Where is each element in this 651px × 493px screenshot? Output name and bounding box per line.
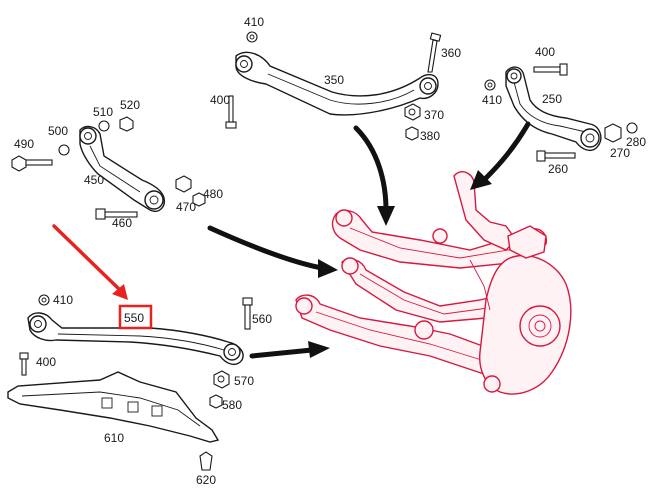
nut-370 [404,103,421,121]
callout-490: 490 [14,137,34,151]
callout-560: 560 [252,312,272,326]
flow-arrow-to-lower-link [249,341,330,359]
callout-480: 480 [203,187,223,201]
flow-arrow-to-upper-link [353,125,395,226]
bolt-490 [11,155,53,172]
nut-520 [119,116,134,132]
highlight-box-550 [118,304,153,330]
washer-270 [604,123,622,143]
washer-510 [98,120,110,132]
callout-400-lower: 400 [36,355,56,369]
flow-arrow-to-middle-link [207,225,338,278]
callout-280: 280 [626,135,646,149]
nut-280 [626,122,638,134]
bolt-360 [427,32,442,73]
bolt-560 [242,297,253,330]
rear-axle-assembly [295,171,572,395]
callout-400-right: 400 [535,45,555,59]
link-450 [79,125,165,212]
callout-580: 580 [222,398,242,412]
callout-270: 270 [610,146,630,160]
control-arm-250 [505,66,602,152]
callout-360: 360 [441,46,461,60]
callout-260: 260 [548,162,568,176]
callout-570: 570 [234,374,254,388]
callout-400-upper: 400 [210,93,230,107]
callout-470: 470 [176,200,196,214]
washer-500 [58,144,70,156]
flow-arrow-to-control-arm [470,121,531,190]
nut-380 [405,126,419,141]
bolt-400-right [533,63,568,76]
callout-610: 610 [104,431,124,445]
clip-620 [199,451,213,471]
callout-460: 460 [112,216,132,230]
callout-410-lower: 410 [53,293,73,307]
upper-link-350 [235,51,439,116]
callout-350: 350 [324,73,344,87]
bolt-400-lower [19,352,29,376]
callout-410-right: 410 [482,93,502,107]
cover-610 [7,371,220,443]
nut-580 [209,394,223,409]
callout-620: 620 [196,473,216,487]
callout-250: 250 [542,92,562,106]
red-pointer-arrow [52,224,128,300]
nut-470 [175,175,192,193]
callout-410-top: 410 [244,15,264,29]
callout-380: 380 [420,129,440,143]
washer-410-lower [38,294,50,306]
bolt-260 [536,150,576,162]
callout-450: 450 [84,173,104,187]
callout-370: 370 [424,108,444,122]
washer-410-right [484,79,496,91]
link-550 [27,312,244,366]
nut-570 [213,370,230,389]
callout-550: 550 [124,311,144,325]
bolt-460 [95,208,138,220]
nut-480 [192,192,206,207]
callout-510: 510 [93,105,113,119]
washer-410-top [246,31,258,43]
callout-520: 520 [120,98,140,112]
bolt-400-upper [225,95,237,129]
callout-500: 500 [48,124,68,138]
